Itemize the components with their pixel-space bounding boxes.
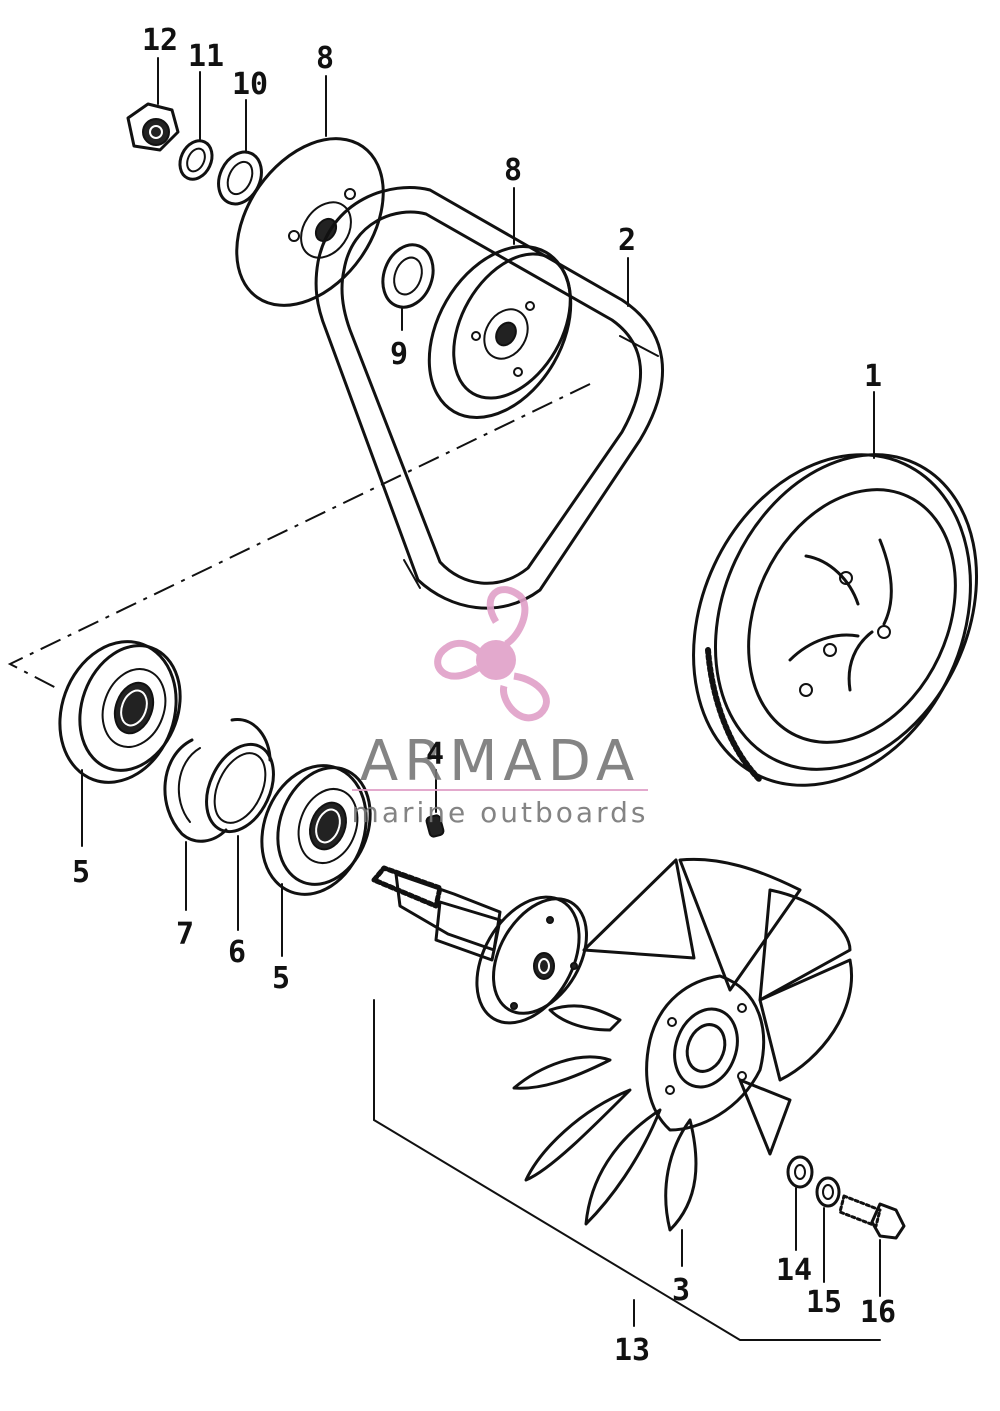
callout-15: 15 (806, 1285, 842, 1320)
part-11-lock-washer (178, 139, 214, 181)
part-8-pulley-half-outer (235, 137, 385, 307)
armada-logo: ARMADA marine outboards (352, 586, 649, 829)
callout-5-right: 5 (272, 961, 290, 996)
callout-7: 7 (176, 917, 194, 952)
callout-12: 12 (142, 23, 178, 58)
part-12-hex-nut (126, 102, 180, 152)
callout-9: 9 (390, 337, 408, 372)
part-5-bearing-right (260, 764, 372, 957)
callout-2: 2 (618, 223, 636, 258)
part-13-bracket (373, 999, 881, 1341)
callout-14: 14 (776, 1253, 812, 1288)
part-1-drive-pulley (692, 453, 978, 787)
callout-11: 11 (188, 39, 224, 74)
callout-13: 13 (614, 1333, 650, 1368)
callout-4: 4 (426, 737, 444, 772)
callout-16: 16 (860, 1295, 896, 1330)
part-7-snap-ring (163, 738, 228, 911)
brand-tagline: marine outboards (352, 796, 649, 829)
propeller-logo-icon (434, 586, 550, 722)
callout-10: 10 (232, 67, 268, 102)
callout-8-second: 8 (504, 153, 522, 188)
part-2-v-belt (314, 186, 665, 610)
part-14-washer (786, 1155, 814, 1251)
part-3-fan (512, 857, 853, 1267)
part-5-bearing-left (58, 640, 182, 847)
part-16-bolt (838, 1194, 906, 1297)
callout-5-left: 5 (72, 855, 90, 890)
part-8-pulley-half-inner (427, 245, 573, 419)
callout-3: 3 (672, 1273, 690, 1308)
callout-1: 1 (864, 359, 882, 394)
part-15-lock-washer (815, 1176, 841, 1283)
brand-name: ARMADA (360, 729, 640, 794)
callout-6: 6 (228, 935, 246, 970)
part-13-fan-shaft (371, 865, 588, 1025)
part-9-spacer-washer (381, 243, 435, 331)
assembly-centerline (7, 383, 591, 691)
callout-8-top: 8 (316, 41, 334, 76)
part-10-washer (217, 150, 263, 206)
part-6-retaining-ring (205, 718, 275, 931)
